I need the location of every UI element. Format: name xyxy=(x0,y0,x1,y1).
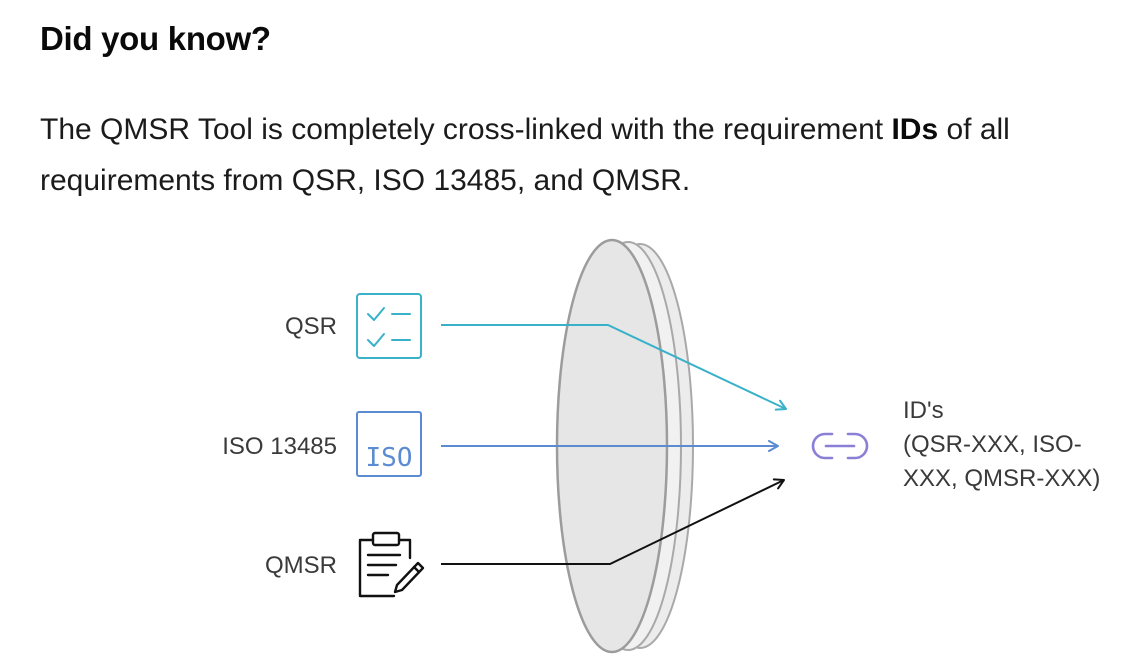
source-label-iso: ISO 13485 xyxy=(222,433,337,460)
target-title: ID's xyxy=(903,397,944,424)
link-icon xyxy=(811,432,869,460)
target-ids-line-1: (QSR-XXX, ISO- xyxy=(903,431,1082,458)
clipboard-pen-icon xyxy=(358,531,425,598)
iso-document-icon: ISO xyxy=(356,411,422,477)
checklist-icon xyxy=(356,293,422,359)
qsr-connector-arrow xyxy=(441,324,787,411)
qmsr-connector-arrow xyxy=(441,478,785,565)
target-ids-line-2: XXX, QMSR-XXX) xyxy=(903,465,1100,492)
source-label-qmsr: QMSR xyxy=(265,552,337,579)
iso-icon-text: ISO xyxy=(366,443,413,473)
paragraph-text-start: The QMSR Tool is completely cross-linked… xyxy=(40,113,892,146)
source-label-qsr: QSR xyxy=(285,313,337,340)
paragraph-bold-ids: IDs xyxy=(891,113,939,146)
page-heading: Did you know? xyxy=(40,20,271,57)
paragraph-text-end: of all requirements from QSR, ISO 13485,… xyxy=(40,113,1010,197)
intro-paragraph: The QMSR Tool is completely cross-linked… xyxy=(40,104,1120,206)
